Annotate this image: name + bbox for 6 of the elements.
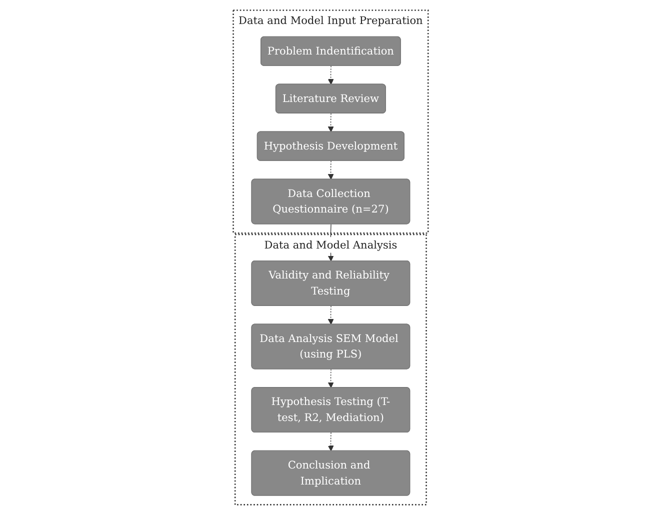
arrow	[328, 368, 334, 388]
arrow	[328, 113, 334, 132]
arrow	[328, 66, 334, 85]
arrow	[328, 160, 334, 180]
arrow	[328, 432, 334, 452]
arrow	[328, 306, 334, 325]
